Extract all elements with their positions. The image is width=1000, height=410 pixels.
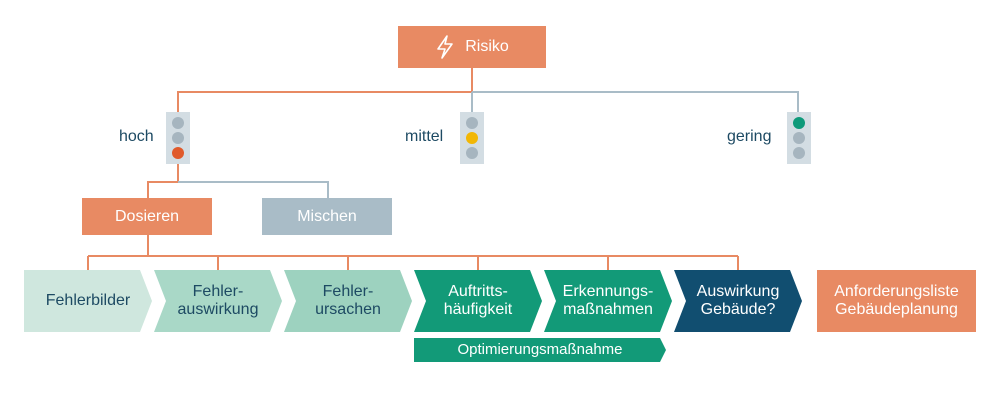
light-dot	[172, 132, 184, 144]
optimization-bar: Optimierungsmaßnahme	[414, 338, 666, 362]
step-auswirkung-gebaeude: Auswirkung Gebäude?	[674, 270, 802, 332]
traffic-light-hoch	[166, 112, 190, 164]
mischen-box: Mischen	[262, 198, 392, 235]
light-dot	[172, 117, 184, 129]
step-fehlerursachen: Fehler- ursachen	[284, 270, 412, 332]
connector-hoch-dosieren	[147, 164, 179, 198]
root-risiko-box: Risiko	[398, 26, 546, 68]
level-label-mittel: mittel	[405, 128, 444, 145]
connector-root-gering	[472, 91, 799, 112]
light-dot	[793, 147, 805, 159]
traffic-light-mittel	[460, 112, 484, 164]
light-dot-active	[466, 132, 478, 144]
result-anforderungsliste-box: Anforderungsliste Gebäudeplanung	[817, 270, 976, 332]
level-label-hoch: hoch	[119, 128, 154, 145]
connector-hoch-mischen	[178, 181, 329, 198]
light-dot	[793, 132, 805, 144]
level-label-gering: gering	[727, 128, 772, 145]
light-dot-active	[172, 147, 184, 159]
step-auftrittshaeufigkeit: Auftritts- häufigkeit	[414, 270, 542, 332]
step-fehlerauswirkung: Fehler- auswirkung	[154, 270, 282, 332]
connector-dosieren-steps	[87, 235, 739, 270]
dosieren-box: Dosieren	[82, 198, 212, 235]
light-dot	[466, 147, 478, 159]
light-dot-active	[793, 117, 805, 129]
lightning-icon	[435, 35, 455, 59]
connector-root-hoch	[177, 68, 473, 112]
light-dot	[466, 117, 478, 129]
step-erkennungsmassnahmen: Erkennungs- maßnahmen	[544, 270, 672, 332]
root-label: Risiko	[465, 38, 509, 55]
traffic-light-gering	[787, 112, 811, 164]
step-fehlerbilder: Fehlerbilder	[24, 270, 152, 332]
